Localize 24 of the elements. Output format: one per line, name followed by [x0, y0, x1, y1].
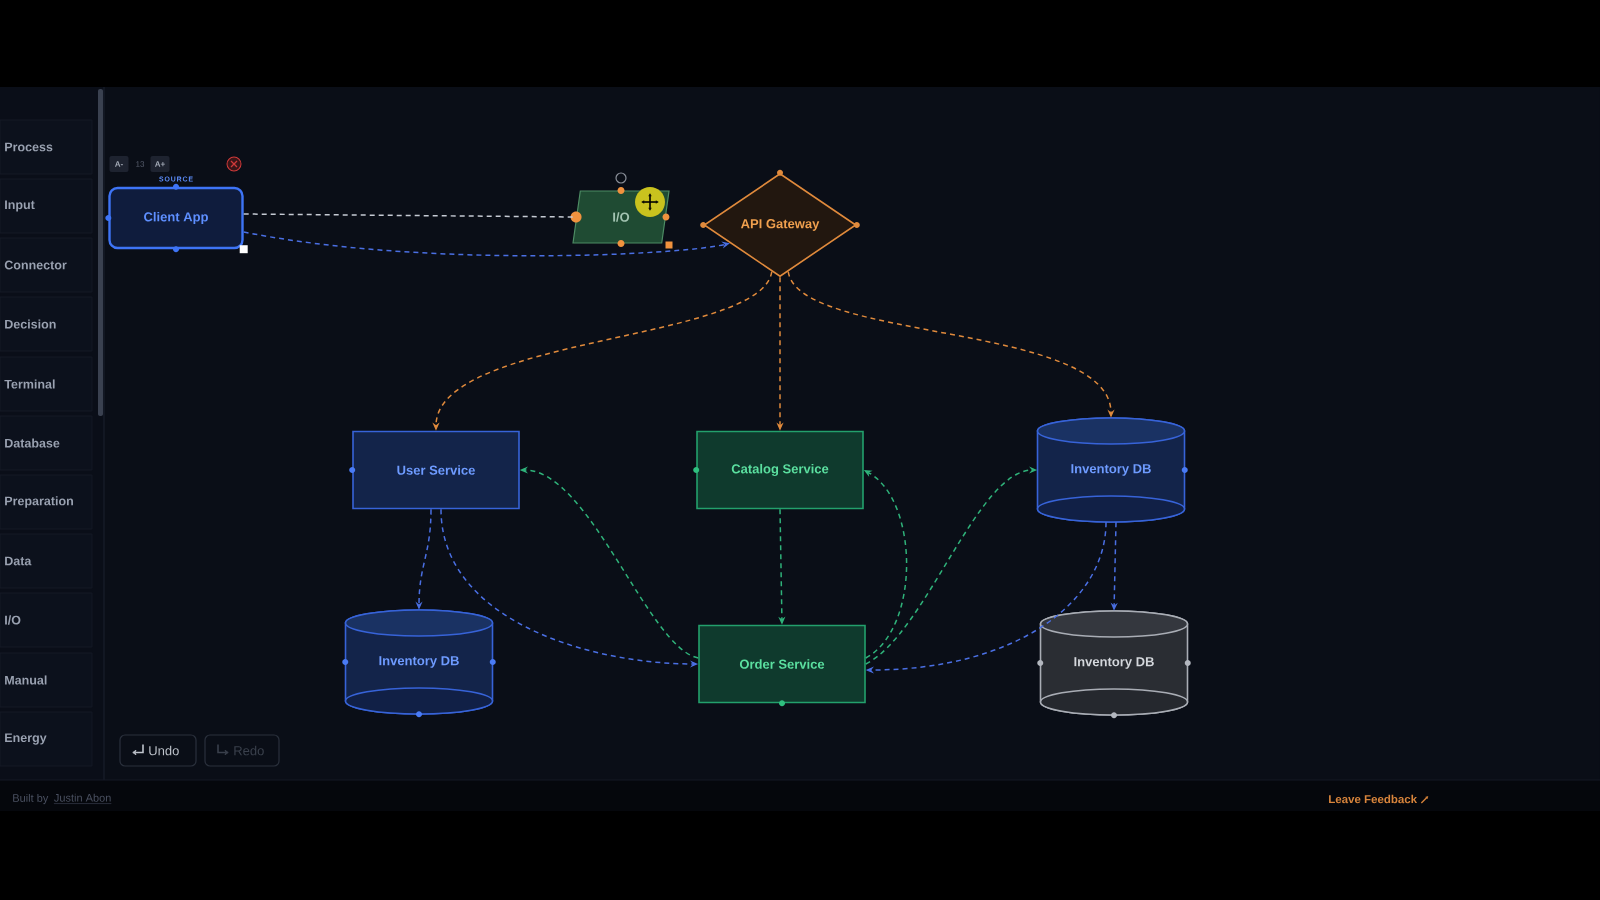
process-box: Client App: [108, 186, 244, 250]
palette-item: Database: [0, 415, 93, 471]
undo-button: Undo: [119, 734, 197, 767]
palette-item: Preparation: [0, 474, 93, 530]
database-cylinder: Inventory DB: [1039, 610, 1189, 716]
palette-item: I/O: [0, 592, 93, 648]
process-box: User Service: [352, 430, 520, 510]
font-size-value: 13: [136, 161, 145, 167]
footer-text: Built by: [13, 793, 49, 805]
palette-item: Terminal: [0, 356, 93, 412]
database-cylinder: Inventory DB: [344, 609, 494, 715]
palette-item: Input: [0, 178, 93, 234]
process-box: Catalog Service: [696, 430, 864, 510]
feedback-link: Leave Feedback: [1329, 794, 1418, 804]
palette-item: Connector: [0, 237, 93, 293]
process-box: Order Service: [698, 624, 866, 704]
palette-item: Manual: [0, 652, 93, 708]
author-link: Justin Abon: [53, 793, 112, 804]
palette-item: Decision: [0, 296, 93, 352]
palette-item: Energy: [0, 711, 93, 767]
database-cylinder: Inventory DB: [1036, 417, 1186, 523]
palette-item: Data: [0, 533, 93, 589]
palette-item: Process: [0, 119, 93, 175]
font-size-button: A+: [150, 156, 170, 172]
